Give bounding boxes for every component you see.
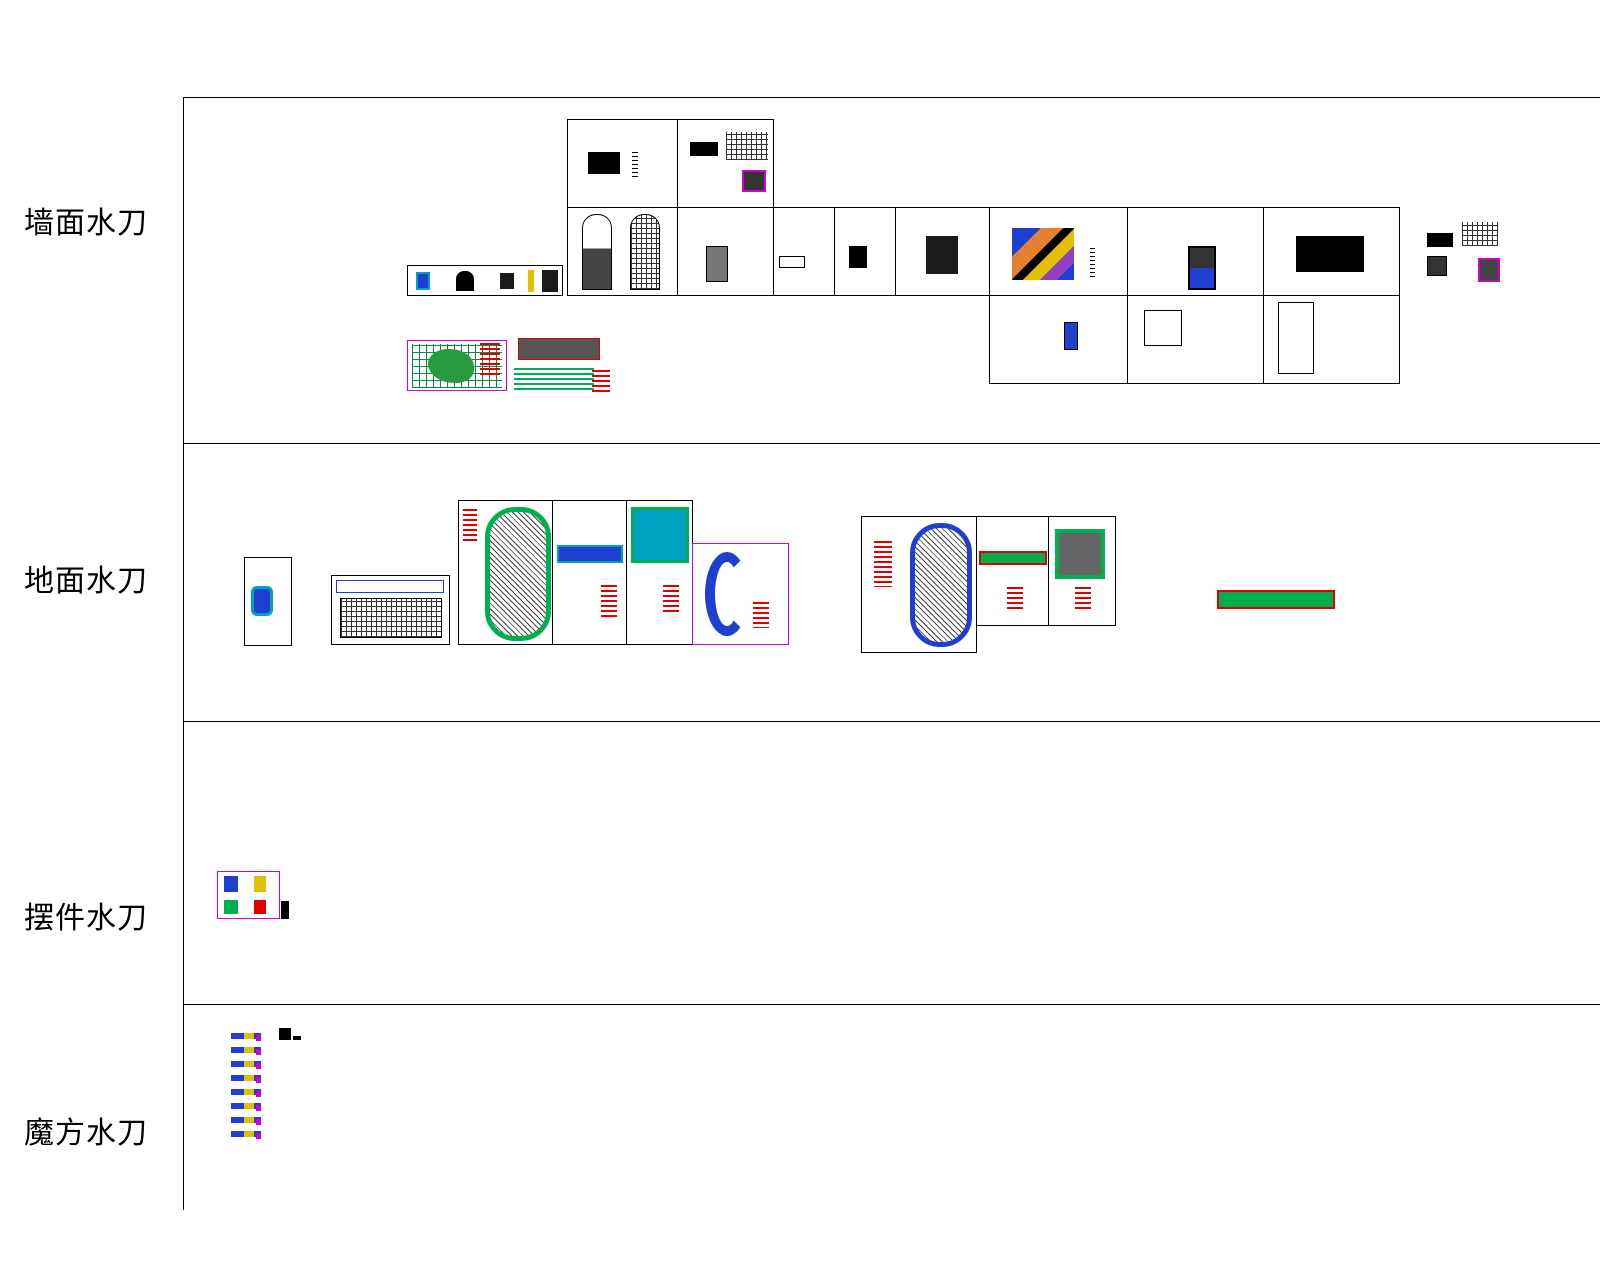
cube-thumb-key[interactable] bbox=[279, 1028, 291, 1040]
floor-thumb-large-oval-notes bbox=[463, 509, 477, 543]
wall-thumb-strip-pic bbox=[416, 272, 430, 290]
wall-thumb-panel-row bbox=[514, 368, 594, 390]
row-divider-ornament-cube bbox=[183, 1004, 1600, 1005]
category-label-cube: 魔方水刀 bbox=[24, 1116, 148, 1151]
row-divider-wall-floor bbox=[183, 443, 1600, 444]
floor-thumb-small-medallion[interactable] bbox=[244, 557, 292, 646]
ornament-thumb-item bbox=[254, 900, 266, 914]
wall-thumb-10-pic bbox=[1278, 302, 1314, 374]
wall-thumb-far-right-mesh[interactable] bbox=[1462, 222, 1498, 246]
wall-thumb-floral-leaf bbox=[428, 349, 474, 383]
floor-thumb-large-oval-pic bbox=[485, 507, 551, 641]
floor-thumb-rect-plan-grid bbox=[340, 598, 442, 638]
wall-thumb-panel-annotation bbox=[592, 370, 610, 394]
wall-thumb-2-pic bbox=[706, 246, 728, 282]
floor-thumb-band-2-notes bbox=[1007, 587, 1023, 609]
floor-thumb-crescent-pic bbox=[705, 552, 749, 636]
wall-thumb-10[interactable] bbox=[1263, 295, 1400, 384]
floor-thumb-band-2[interactable] bbox=[976, 516, 1049, 626]
wall-thumb-3-pic bbox=[779, 256, 805, 268]
category-label-ornament: 摆件水刀 bbox=[24, 901, 148, 936]
wall-thumb-top-1[interactable] bbox=[567, 119, 678, 208]
floor-thumb-oval-2-pic bbox=[910, 523, 972, 647]
floor-thumb-square-2-pic bbox=[1055, 529, 1105, 579]
floor-thumb-oval-2[interactable] bbox=[861, 516, 977, 653]
wall-thumb-strip-pic bbox=[528, 270, 534, 292]
floor-thumb-crescent-notes bbox=[753, 602, 769, 628]
wall-thumb-color-mural-pic bbox=[1012, 228, 1074, 280]
wall-thumb-strip[interactable] bbox=[407, 265, 563, 296]
wall-thumb-8-pic bbox=[1064, 322, 1078, 350]
wall-thumb-7-pic bbox=[1188, 246, 1216, 290]
row-divider-floor-ornament bbox=[183, 721, 1600, 722]
wall-thumb-top-2[interactable] bbox=[677, 119, 774, 208]
floor-thumb-band[interactable] bbox=[552, 500, 627, 645]
wall-thumb-arch-left bbox=[582, 214, 612, 290]
wall-thumb-panel[interactable] bbox=[518, 338, 600, 360]
floor-thumb-band-notes bbox=[601, 585, 617, 619]
floor-thumb-square-2[interactable] bbox=[1048, 516, 1116, 626]
wall-thumb-top-2-mesh bbox=[726, 132, 768, 160]
floor-thumb-rect-plan[interactable] bbox=[331, 575, 450, 645]
wall-thumb-arch-pair[interactable] bbox=[567, 207, 678, 296]
wall-thumb-8[interactable] bbox=[989, 295, 1128, 384]
wall-thumb-strip-pic bbox=[542, 270, 558, 292]
category-label-floor: 地面水刀 bbox=[24, 564, 148, 599]
wall-thumb-5[interactable] bbox=[895, 207, 990, 296]
floor-thumb-large-oval[interactable] bbox=[458, 500, 553, 645]
wall-thumb-color-mural[interactable] bbox=[989, 207, 1128, 296]
wall-thumb-4-pic bbox=[849, 246, 867, 268]
ornament-thumb-note bbox=[281, 901, 289, 919]
wall-thumb-7[interactable] bbox=[1127, 207, 1264, 296]
floor-thumb-square-medallion[interactable] bbox=[626, 500, 693, 645]
wall-thumb-top-2-pic bbox=[690, 142, 718, 156]
wall-thumb-color-mural-notes bbox=[1090, 248, 1095, 278]
floor-thumb-square-2-notes bbox=[1075, 587, 1091, 611]
wall-thumb-top-1-notes bbox=[632, 152, 638, 180]
wall-thumb-strip-pic bbox=[456, 271, 474, 291]
wall-thumb-arch-right bbox=[630, 214, 660, 290]
wall-thumb-5-pic bbox=[926, 236, 958, 274]
floor-thumb-small-medallion-pic bbox=[251, 586, 273, 616]
wall-thumb-tree-pic bbox=[1144, 310, 1182, 346]
floor-thumb-crescent[interactable] bbox=[692, 543, 789, 645]
wall-thumb-silhouettes-pic bbox=[1296, 236, 1364, 272]
floor-thumb-band-2-pic bbox=[979, 551, 1047, 565]
floor-thumb-square-medallion-pic bbox=[631, 507, 689, 563]
floor-thumb-band-pic bbox=[557, 545, 623, 563]
ornament-thumb-item bbox=[254, 876, 266, 892]
floor-thumb-rect-plan-header bbox=[336, 580, 444, 593]
floor-thumb-border-strip[interactable] bbox=[1217, 590, 1335, 609]
wall-thumb-2[interactable] bbox=[677, 207, 774, 296]
wall-thumb-tree[interactable] bbox=[1127, 295, 1264, 384]
floor-thumb-square-medallion-notes bbox=[663, 585, 679, 615]
wall-thumb-top-1-pic bbox=[588, 152, 620, 174]
wall-thumb-far-right-detail[interactable] bbox=[1478, 258, 1500, 282]
category-label-wall: 墙面水刀 bbox=[24, 206, 148, 241]
catalog-grid bbox=[183, 97, 1600, 1210]
wall-thumb-far-right-pic[interactable] bbox=[1427, 233, 1453, 247]
ornament-thumb-set[interactable] bbox=[217, 871, 280, 919]
floor-thumb-oval-2-notes bbox=[874, 541, 892, 587]
wall-thumb-top-2-detail bbox=[742, 170, 766, 192]
ornament-thumb-item bbox=[224, 900, 238, 914]
wall-thumb-silhouettes[interactable] bbox=[1263, 207, 1400, 296]
wall-thumb-strip-pic bbox=[500, 273, 514, 289]
ornament-thumb-item bbox=[224, 876, 238, 892]
wall-thumb-4[interactable] bbox=[834, 207, 896, 296]
wall-thumb-floral-annotation bbox=[480, 343, 500, 377]
wall-thumb-far-right-detail[interactable] bbox=[1427, 256, 1447, 276]
cube-thumb-column-swatches bbox=[244, 1033, 254, 1145]
cube-thumb-key-note bbox=[293, 1036, 301, 1040]
cube-thumb-column-tags bbox=[256, 1035, 261, 1145]
wall-thumb-3[interactable] bbox=[773, 207, 835, 296]
